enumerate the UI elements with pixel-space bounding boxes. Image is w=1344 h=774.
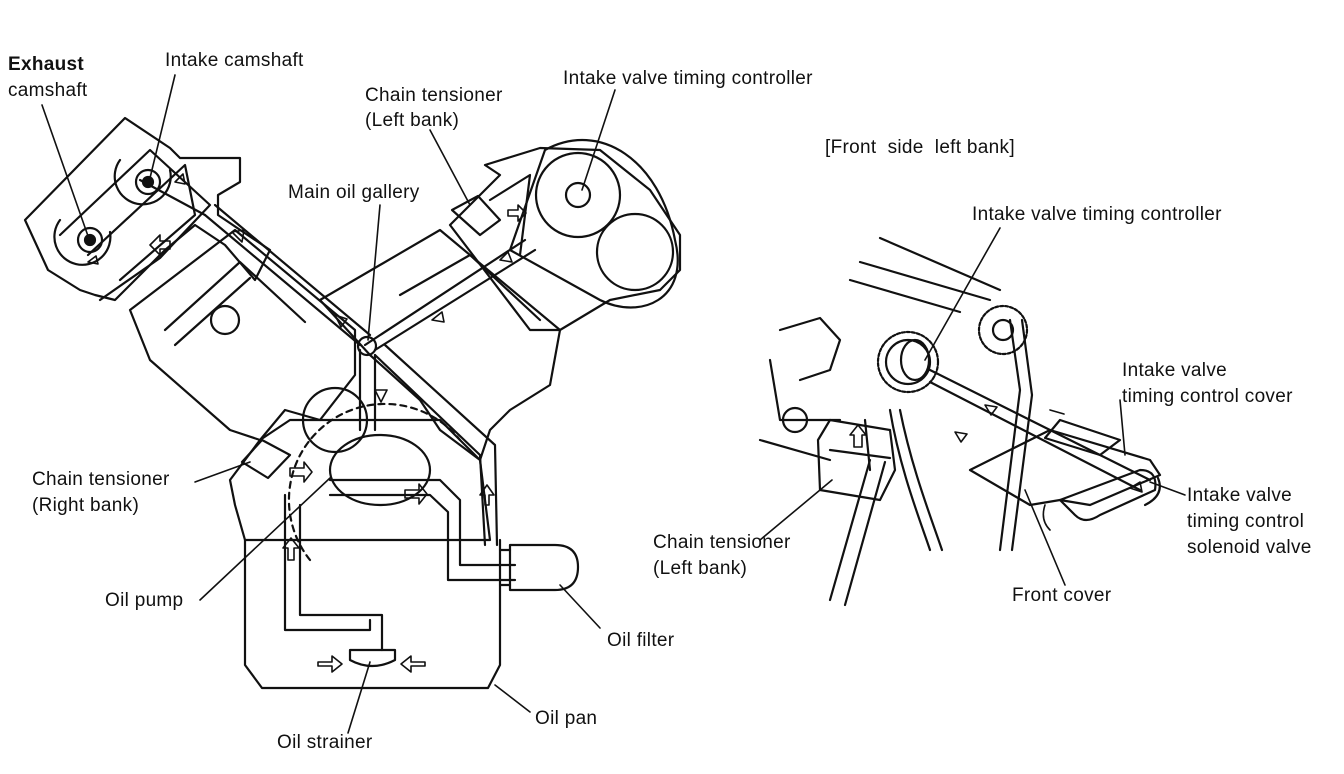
- label-solenoid-valve-line2: timing control: [1187, 511, 1305, 532]
- label-right-chain-tensioner-line2: (Left bank): [653, 558, 748, 579]
- label-chain-tensioner-left-line1: Chain tensioner: [365, 85, 503, 106]
- label-intake-valve-timing-controller: Intake valve timing controller: [563, 68, 813, 89]
- chain-tensioners: [240, 194, 502, 480]
- left-cylinder-head: [23, 116, 272, 302]
- label-solenoid-valve-line3: solenoid valve: [1187, 537, 1312, 558]
- right-cylinder-bank: [318, 228, 562, 462]
- label-exhaust-camshaft-line1: Exhaust: [8, 54, 85, 75]
- label-chain-tensioner-left-line2: (Left bank): [365, 110, 460, 131]
- label-chain-tensioner-right-line1: Chain tensioner: [32, 469, 170, 490]
- label-chain-tensioner-right-line2: (Right bank): [32, 495, 140, 516]
- label-timing-control-cover-line1: Intake valve: [1122, 360, 1227, 381]
- timing-chain: [508, 139, 679, 309]
- label-right-intake-valve-timing-controller: Intake valve timing controller: [972, 204, 1222, 225]
- camshafts: [53, 158, 172, 266]
- front-side-drawing: [758, 227, 1186, 607]
- label-exhaust-camshaft-line2: camshaft: [8, 80, 88, 101]
- main-gallery-node: [356, 335, 378, 357]
- label-oil-pump: Oil pump: [105, 590, 184, 611]
- oil-passages: [86, 163, 537, 652]
- label-solenoid-valve-line1: Intake valve: [1187, 485, 1292, 506]
- oil-strainer-body: [348, 648, 397, 668]
- label-front-cover: Front cover: [1012, 585, 1112, 606]
- left-cylinder-bank: [128, 228, 357, 442]
- label-oil-pan: Oil pan: [535, 708, 598, 729]
- label-oil-strainer: Oil strainer: [277, 732, 373, 753]
- left-leader-lines: [41, 74, 616, 734]
- oil-pump-body: [287, 386, 462, 562]
- label-main-oil-gallery: Main oil gallery: [288, 182, 420, 203]
- oil-filter-body: [498, 543, 580, 592]
- right-cylinder-head: [448, 146, 682, 332]
- oil-pan: [243, 538, 502, 690]
- label-right-chain-tensioner-line1: Chain tensioner: [653, 532, 791, 553]
- label-oil-filter: Oil filter: [607, 630, 675, 651]
- right-diagram-title: [Front side left bank]: [825, 137, 1015, 158]
- label-intake-camshaft: Intake camshaft: [165, 50, 304, 71]
- label-timing-control-cover-line2: timing control cover: [1122, 386, 1293, 407]
- flow-arrows: [87, 173, 527, 673]
